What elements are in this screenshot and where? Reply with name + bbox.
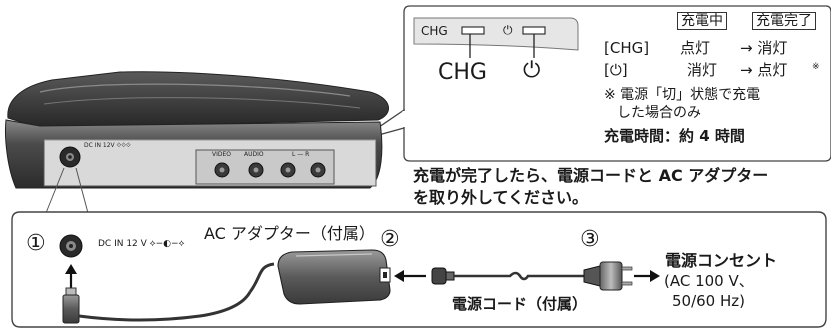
row-chg-key: [CHG] [604, 39, 650, 57]
dc-jack-closeup [59, 234, 83, 258]
power-led [522, 26, 546, 35]
outlet-spec-line-1: (AC 100 V、 [664, 272, 754, 290]
device-video-label: VIDEO [212, 151, 232, 158]
strip-chg-label: CHG [421, 24, 448, 38]
header-complete: 充電完了 [752, 12, 816, 30]
portable-device [5, 71, 389, 189]
power-icon: ⏻ [523, 58, 541, 83]
row-power-key: [⏻] [604, 61, 628, 79]
power-cord [431, 261, 633, 291]
note-line-2: した場合のみ [617, 105, 701, 121]
outlet-spec-line-2: 50/60 Hz) [672, 292, 746, 310]
ac-adapter [248, 249, 391, 305]
device-dc-in-label: DC IN 12V ⟐⟐⟐ [84, 142, 131, 149]
step-3-marker: ③ [580, 227, 600, 252]
chg-label: CHG [438, 60, 487, 85]
header-charging: 充電中 [677, 12, 727, 30]
step-2-marker: ② [380, 227, 400, 252]
ac-adapter-label: AC アダプター（付属） [204, 224, 375, 243]
instruction-line-1: 充電が完了したら、電源コードと AC アダプター [413, 166, 769, 185]
row-power-charging: 消灯 [687, 61, 718, 79]
row-chg-charging: 点灯 [680, 39, 711, 57]
row-power-complete: → 点灯 [740, 61, 788, 79]
indicator-strip [413, 17, 579, 58]
connection-panel [11, 211, 827, 328]
note-line-1: ※ 電源「切」状態で充電 [604, 87, 761, 103]
instruction-line-2: を取り外してください。 [413, 188, 589, 207]
dc-in-spec-label: DC IN 12 V ⟡−◐−⟡ [98, 239, 185, 249]
adapter-arrow [394, 270, 426, 282]
chg-led [461, 26, 485, 35]
row-chg-complete: → 消灯 [740, 39, 788, 57]
outlet-arrow [634, 270, 660, 282]
power-cord-label: 電源コード（付属） [452, 295, 588, 313]
row-power-note-mark: ※ [812, 62, 820, 72]
step-1-marker: ① [26, 231, 46, 256]
device-audio-label: AUDIO [244, 151, 264, 158]
insert-arrow [65, 264, 77, 288]
strip-power-icon: ⏻ [503, 23, 513, 37]
device-port-label: L — R [292, 151, 310, 158]
dc-plug [62, 287, 252, 324]
outlet-label: 電源コンセント [665, 251, 778, 270]
charge-time: 充電時間：約 4 時間 [604, 127, 745, 145]
